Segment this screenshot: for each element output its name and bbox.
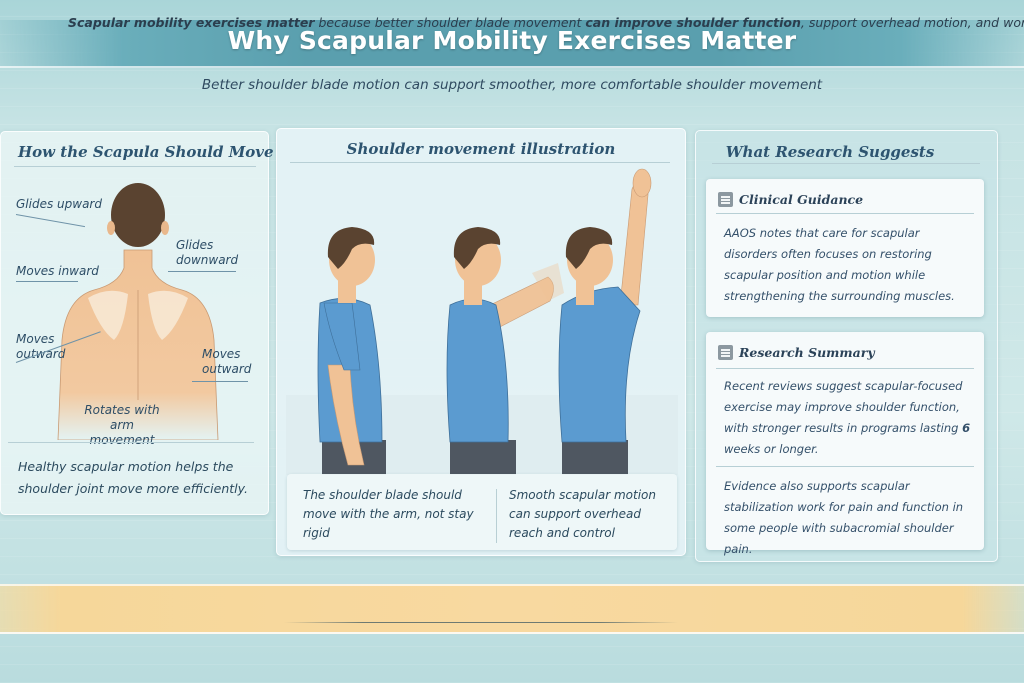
shoulder-movement-figures [286,168,678,475]
title-banner [0,20,1024,68]
back-anatomy-illustration [57,183,219,440]
caption-move-with-arm: The shoulder blade should move with the … [303,488,474,540]
figure-arm-overhead [558,168,652,475]
card-text: AAOS notes that care for scapular disord… [724,226,955,303]
label-glides-upward: Glides upward [16,197,102,211]
divider [14,166,256,167]
figure-arm-forward [446,227,564,475]
card-text-summary: Recent reviews suggest scapular-focused … [724,379,971,456]
caption-overhead-reach: Smooth scapular motion can support overh… [509,488,656,540]
arrow-moves-outward-right [192,381,248,382]
divider [716,368,974,369]
divider [716,213,974,214]
card-title: Clinical Guidance [739,192,864,207]
clinical-guidance-card: Clinical Guidance AAOS notes that care f… [706,179,984,317]
divider [290,162,670,163]
card-title: Research Summary [739,345,875,360]
takeaway-banner [0,584,1024,634]
page-title: Why Scapular Mobility Exercises Matter [227,26,797,55]
figure-arm-at-side [317,227,386,475]
research-summary-card: Research Summary Recent reviews suggest … [706,332,984,556]
divider [8,442,254,443]
divider [716,466,974,467]
document-icon [718,192,733,207]
document-icon [718,345,733,360]
takeaway-underline [284,622,678,623]
page-subtitle: Better shoulder blade motion can support… [201,77,823,93]
label-moves-inward: Moves inward [16,264,99,278]
card-text-evidence: Evidence also supports scapular stabiliz… [724,479,964,556]
divider [712,163,980,164]
arrow-glides-downward [168,271,236,272]
takeaway-text: Scapular mobility exercises matter becau… [68,15,1024,30]
illustration-title: Shoulder movement illustration [346,140,616,158]
research-panel-title: What Research Suggests [725,143,935,161]
caption-divider [496,489,497,543]
scapula-panel-title: How the Scapula Should Move [18,143,274,161]
arrow-moves-inward [16,281,78,282]
scapula-caption: Healthy scapular motion helps the should… [18,459,249,496]
illustration-captions: The shoulder blade should move with the … [287,474,677,550]
